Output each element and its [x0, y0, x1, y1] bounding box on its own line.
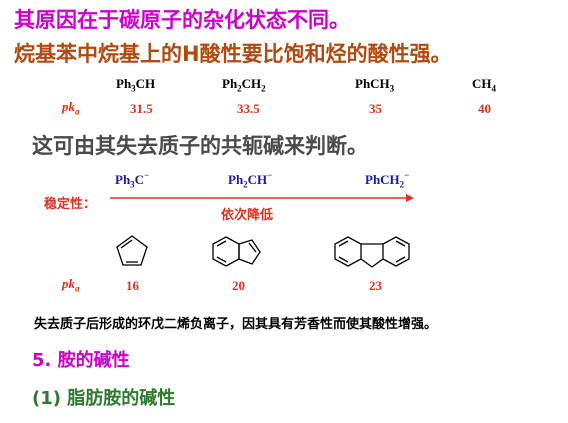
pka-value: 33.5 — [237, 101, 260, 116]
stability-label: 稳定性： — [44, 197, 97, 212]
pka-value: 31.5 — [130, 101, 153, 116]
compound-ch4: CH4 — [472, 76, 496, 94]
cyclic-pka-value: 20 — [232, 278, 245, 293]
anion-ph2ch: Ph2CH− — [228, 170, 273, 190]
decreasing-label: 依次降低 — [221, 208, 274, 223]
stability-arrow — [110, 194, 414, 202]
explanation-note: 失去质子后形成的环戊二烯负离子，因其具有芳香性而使其酸性增强。 — [34, 317, 438, 332]
fluorene-structure — [334, 236, 410, 268]
compound-ph3ch: Ph3CH — [116, 76, 156, 94]
section-title-amine-basicity: 5. 胺的碱性 — [32, 350, 130, 371]
compound-ph2ch2: Ph2CH2 — [222, 76, 266, 94]
pka-value: 35 — [369, 101, 382, 116]
anion-ph3c: Ph3C− — [115, 170, 150, 190]
cyclopentadiene-structure — [116, 235, 148, 266]
indene-structure — [212, 236, 261, 267]
heading-conjugate-base: 这可由其失去质子的共轭碱来判断。 — [32, 134, 368, 158]
pka-label-1: pka — [62, 99, 80, 117]
compound-phch3: PhCH3 — [355, 76, 395, 94]
heading-alkylbenzene-acidity: 烷基苯中烷基上的H酸性要比饱和烃的酸性强。 — [14, 42, 452, 66]
heading-hybridization: 其原因在于碳原子的杂化状态不同。 — [14, 8, 350, 32]
cyclic-pka-value: 16 — [126, 278, 139, 293]
cyclic-pka-value: 23 — [369, 278, 382, 293]
pka-label-2: pka — [62, 276, 80, 294]
anion-phch2: PhCH2− — [365, 170, 410, 190]
pka-value: 40 — [478, 101, 491, 116]
subsection-title-aliphatic-amine: (1) 脂肪胺的碱性 — [32, 388, 176, 409]
